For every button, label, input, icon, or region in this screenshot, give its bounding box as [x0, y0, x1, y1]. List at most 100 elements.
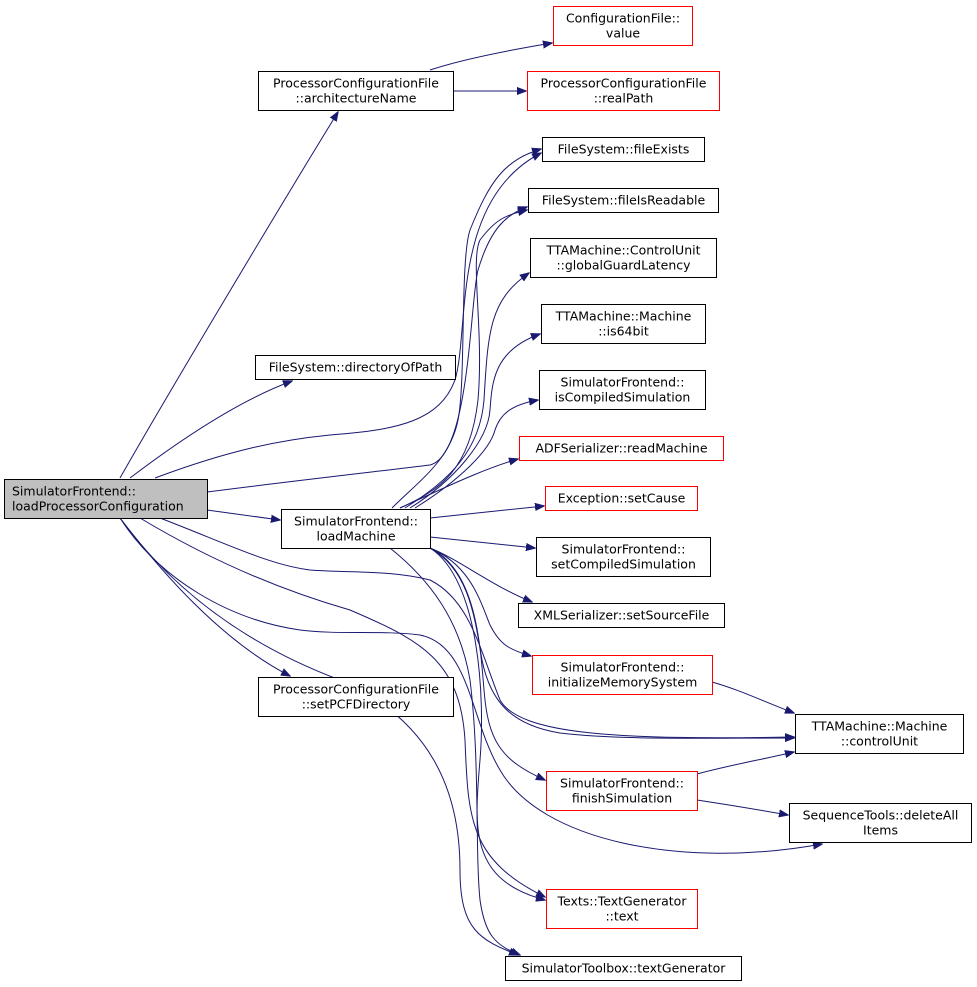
node-box	[528, 188, 719, 213]
edge-sf_loadmachine-to-adf_read	[399, 459, 518, 509]
node-box	[536, 537, 711, 577]
node-box	[546, 771, 698, 811]
node-box	[789, 803, 972, 843]
node-label-line: SimulatorFrontend::	[560, 776, 684, 791]
node-label-line: SimulatorFrontend::	[561, 660, 685, 675]
edge-root-to-stb_tg	[119, 517, 518, 955]
edge-sf_loadmachine-to-cu_ggl	[404, 273, 529, 509]
node-box	[527, 71, 720, 111]
node-label-line: XMLSerializer::setSourceFile	[534, 608, 710, 623]
node-root[interactable]: SimulatorFrontend::loadProcessorConfigur…	[4, 479, 208, 519]
node-label-line: ::is64bit	[598, 324, 649, 339]
edge-sf_loadmachine-to-fs_exists	[391, 149, 541, 509]
node-label-line: ::setPCFDirectory	[302, 697, 411, 712]
node-label-line: initializeMemorySystem	[548, 675, 698, 690]
node-m_cu[interactable]: TTAMachine::Machine::controlUnit	[795, 714, 964, 754]
node-label-line: loadMachine	[316, 529, 395, 544]
node-label-line: ::architectureName	[296, 91, 417, 106]
node-box	[532, 655, 713, 695]
node-label-line: SimulatorFrontend::	[12, 484, 136, 499]
node-sf_loadmachine[interactable]: SimulatorFrontend::loadMachine	[281, 509, 431, 549]
node-fs_readable[interactable]: FileSystem::fileIsReadable	[528, 188, 719, 213]
node-label-line: FileSystem::fileExists	[558, 142, 690, 157]
node-label-line: SimulatorFrontend::	[562, 542, 686, 557]
node-box	[542, 137, 705, 162]
edge-sf_loadmachine-to-sf_setcompiled	[429, 536, 535, 548]
node-box	[281, 509, 431, 549]
node-stb_tg[interactable]: SimulatorToolbox::textGenerator	[505, 956, 742, 981]
node-label-line: ConfigurationFile::	[566, 11, 680, 26]
node-label-line: SimulatorToolbox::textGenerator	[522, 961, 727, 976]
node-label-line: finishSimulation	[572, 791, 672, 806]
node-label-line: ::text	[605, 909, 638, 924]
node-cf_value[interactable]: ConfigurationFile::value	[553, 6, 693, 46]
node-pcf_arch[interactable]: ProcessorConfigurationFile::architecture…	[258, 71, 454, 111]
node-label-line: FileSystem::fileIsReadable	[542, 193, 706, 208]
edge-sf_loadmachine-to-sf_iscompiled	[414, 400, 538, 509]
edge-root-to-st_delete	[119, 517, 822, 854]
node-m_is64[interactable]: TTAMachine::Machine::is64bit	[541, 304, 706, 344]
node-box	[505, 956, 742, 981]
edge-sf_initmem-to-m_cu	[711, 681, 794, 713]
node-box	[545, 486, 698, 511]
edge-sf_finish-to-m_cu	[696, 752, 794, 775]
edge-root-to-sf_loadmachine	[206, 509, 280, 520]
node-label-line: ::globalGuardLatency	[556, 258, 691, 273]
edge-sf_finish-to-st_delete	[696, 799, 788, 815]
edge-sf_loadmachine-to-fs_readable	[399, 210, 527, 509]
node-box	[519, 436, 724, 461]
node-box	[546, 889, 698, 929]
node-label-line: isCompiledSimulation	[555, 390, 691, 405]
node-label-line: TTAMachine::Machine	[811, 719, 948, 734]
node-label-line: TTAMachine::Machine	[555, 309, 692, 324]
node-label-line: loadProcessorConfiguration	[12, 499, 184, 514]
edge-root-to-m_cu	[159, 517, 794, 738]
edge-sf_loadmachine-to-stb_tg	[389, 547, 520, 955]
node-label-line: ADFSerializer::readMachine	[535, 441, 707, 456]
node-box	[530, 238, 717, 278]
node-pcf_realpath[interactable]: ProcessorConfigurationFile::realPath	[527, 71, 720, 111]
node-box	[539, 370, 706, 410]
node-sf_setcompiled[interactable]: SimulatorFrontend::setCompiledSimulation	[536, 537, 711, 577]
node-tg_text[interactable]: Texts::TextGenerator::text	[546, 889, 698, 929]
edge-sf_loadmachine-to-sf_finish	[429, 547, 545, 780]
node-label-line: setCompiledSimulation	[551, 557, 696, 572]
edge-sf_loadmachine-to-sf_initmem	[429, 547, 531, 656]
node-label-line: ::controlUnit	[841, 734, 918, 749]
node-cu_ggl[interactable]: TTAMachine::ControlUnit::globalGuardLate…	[530, 238, 717, 278]
nodes-layer: SimulatorFrontend::loadProcessorConfigur…	[4, 6, 972, 981]
node-label-line: SimulatorFrontend::	[561, 375, 685, 390]
edges-layer	[119, 43, 822, 955]
edge-pcf_arch-to-cf_value	[429, 43, 552, 71]
node-pcf_setpcf[interactable]: ProcessorConfigurationFile::setPCFDirect…	[258, 677, 454, 717]
node-label-line: Exception::setCause	[558, 491, 686, 506]
node-label-line: ProcessorConfigurationFile	[541, 76, 707, 91]
edge-root-to-fs_dir	[129, 381, 292, 479]
node-label-line: Items	[863, 823, 898, 838]
node-box	[518, 603, 725, 628]
node-adf_read[interactable]: ADFSerializer::readMachine	[519, 436, 724, 461]
node-exc_setcause[interactable]: Exception::setCause	[545, 486, 698, 511]
node-fs_exists[interactable]: FileSystem::fileExists	[542, 137, 705, 162]
edge-root-to-pcf_arch	[119, 112, 338, 479]
node-fs_dir[interactable]: FileSystem::directoryOfPath	[255, 355, 456, 380]
node-label-line: ::realPath	[594, 91, 654, 106]
node-box	[4, 479, 208, 519]
node-label-line: ProcessorConfigurationFile	[273, 76, 439, 91]
node-xml_setsrc[interactable]: XMLSerializer::setSourceFile	[518, 603, 725, 628]
edge-sf_loadmachine-to-tg_text	[429, 547, 545, 900]
edge-sf_loadmachine-to-m_cu	[429, 547, 794, 738]
node-box	[541, 304, 706, 344]
node-label-line: value	[606, 26, 640, 41]
edge-sf_loadmachine-to-exc_setcause	[429, 506, 544, 519]
node-label-line: ProcessorConfigurationFile	[273, 682, 439, 697]
node-label-line: TTAMachine::ControlUnit	[545, 243, 700, 258]
node-label-line: SimulatorFrontend::	[294, 514, 418, 529]
node-box	[255, 355, 456, 380]
node-box	[258, 677, 454, 717]
node-sf_iscompiled[interactable]: SimulatorFrontend::isCompiledSimulation	[539, 370, 706, 410]
node-sf_initmem[interactable]: SimulatorFrontend::initializeMemorySyste…	[532, 655, 713, 695]
node-sf_finish[interactable]: SimulatorFrontend::finishSimulation	[546, 771, 698, 811]
